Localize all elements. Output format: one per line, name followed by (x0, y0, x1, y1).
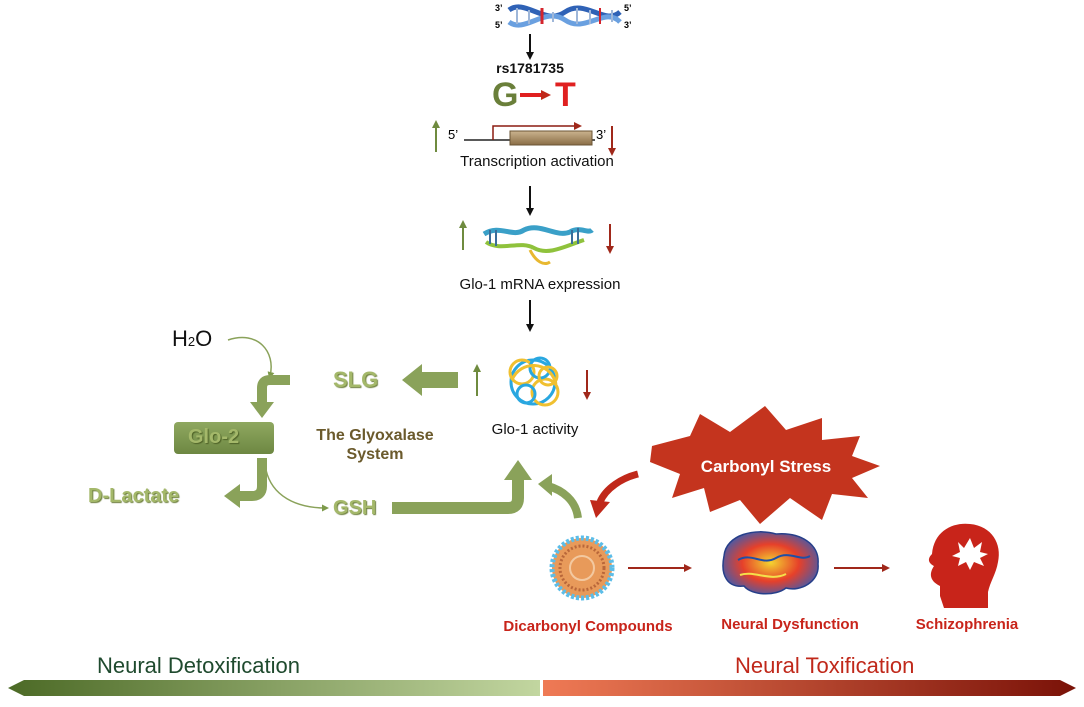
dna-helix-icon (507, 4, 622, 28)
gsh-to-activity-arrow (392, 478, 524, 514)
neural-toxification-label: Neural Toxification (735, 653, 915, 678)
dicarbonyl-to-activity-arrow (546, 482, 582, 519)
glo2-to-gsh-arrow (265, 469, 329, 512)
glo2-to-lactate-arrowhead (224, 484, 240, 508)
dna-strand-label-br: 3’ (624, 20, 632, 30)
dicarbonyl-label: Dicarbonyl Compounds (503, 618, 673, 635)
dna-strand-label-tr: 5’ (624, 3, 632, 13)
carbonyl-stress-burst (650, 406, 880, 524)
gsh-label: GSH (333, 497, 377, 519)
slg-to-glo2-arrowhead (250, 402, 274, 418)
glo2-to-lactate-arrow (238, 458, 267, 501)
glyoxalase-system-label: The Glyoxalase System (308, 426, 442, 464)
transcription-caption: Transcription activation (460, 153, 614, 170)
glo1-activity-caption: Glo-1 activity (491, 421, 579, 438)
activity-to-slg-arrow (402, 364, 458, 396)
carbonyl-stress-label: Carbonyl Stress (700, 457, 832, 476)
water-sub: 2 (187, 334, 196, 349)
spectrum-bar (8, 680, 1076, 696)
water-h: H (172, 326, 188, 351)
stress-to-dicarbonyl-arrowhead (590, 500, 610, 518)
toxification-arrow (543, 680, 1076, 696)
gene-three-prime: 3’ (596, 127, 607, 142)
water-label: H2O (172, 326, 212, 352)
water-o: O (195, 326, 213, 351)
slg-label: SLG (333, 367, 379, 392)
glyoxalase-system-line2: System (346, 446, 404, 463)
gene-five-prime: 5’ (448, 127, 459, 142)
dna-strand-label-bl: 5’ (495, 20, 503, 30)
glyoxalase-system-line1: The Glyoxalase (316, 427, 434, 444)
glo1-protein-icon (508, 356, 560, 407)
water-to-glo2-arrow (227, 336, 275, 379)
mrna-caption: Glo-1 mRNA expression (459, 276, 621, 293)
dna-strand-label-tl: 3’ (495, 3, 503, 13)
mrna-molecule-icon (482, 225, 594, 265)
dicarbonyl-to-activity-arrowhead (538, 474, 552, 496)
slg-to-glo2-arrow (257, 375, 290, 404)
gene-construct-icon (464, 122, 595, 146)
dicarbonyl-compound-icon (549, 535, 615, 601)
neural-dysfunction-label: Neural Dysfunction (721, 616, 859, 633)
d-lactate-label: D-Lactate (88, 485, 180, 507)
head-silhouette-icon (928, 523, 999, 608)
detoxification-arrow (8, 680, 540, 696)
glo2-label: Glo-2 (188, 426, 240, 448)
neural-detoxification-label: Neural Detoxification (97, 653, 300, 678)
brain-icon (722, 531, 819, 595)
snp-allele-t: T (555, 76, 576, 114)
stress-to-dicarbonyl-arrow (596, 470, 639, 504)
snp-allele-g: G (492, 76, 519, 114)
snp-id: rs1781735 (496, 60, 564, 76)
glo2-box (174, 422, 274, 454)
schizophrenia-label: Schizophrenia (915, 616, 1019, 633)
gsh-to-activity-arrowhead (504, 460, 532, 480)
